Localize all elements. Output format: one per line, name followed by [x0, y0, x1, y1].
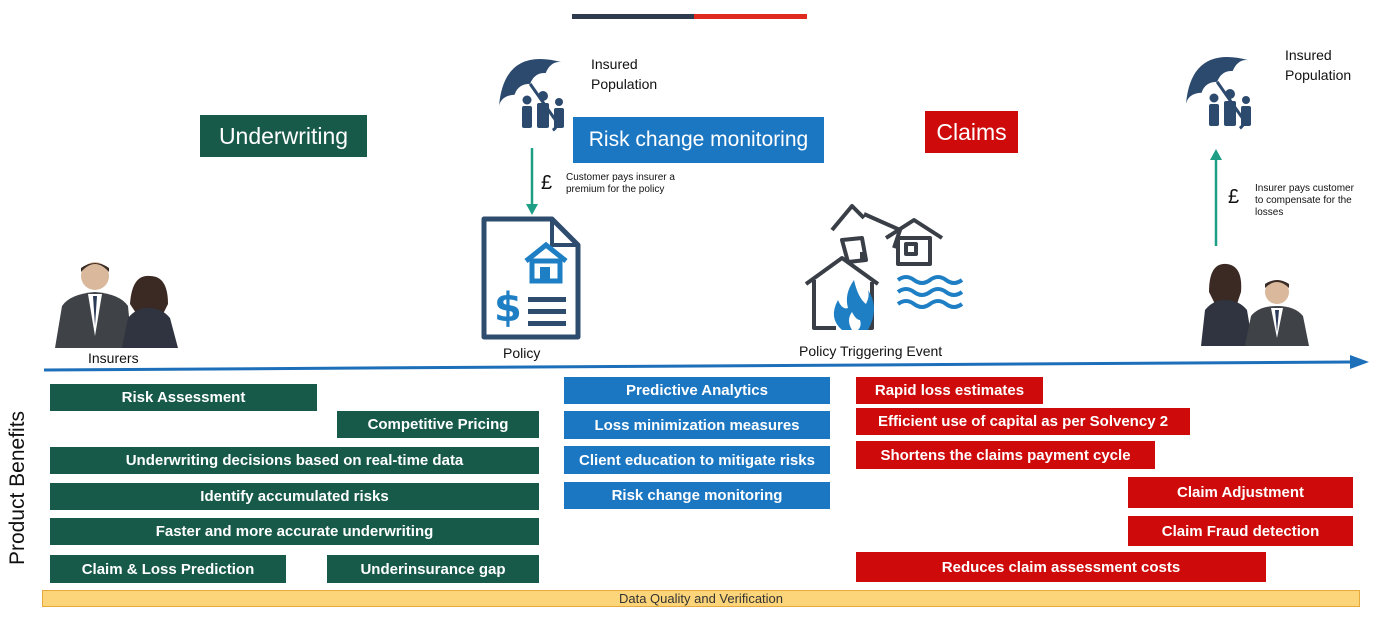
svg-text:$: $ [494, 285, 522, 331]
benefit-rapid-loss-estimates: Rapid loss estimates [856, 377, 1043, 404]
insured-label-line: Insured [1285, 47, 1332, 63]
section-risk-change-monitoring: Risk change monitoring [573, 117, 824, 163]
section-underwriting: Underwriting [200, 115, 367, 157]
data-quality-band: Data Quality and Verification [42, 590, 1360, 607]
population-label-line: Population [591, 76, 658, 92]
benefit-loss-minimization: Loss minimization measures [564, 411, 830, 439]
insured-population-label-left: Insured Population [591, 56, 657, 92]
arrow-down-icon [526, 148, 538, 215]
policy-label: Policy [503, 345, 541, 361]
premium-note-line: premium for the policy [566, 184, 665, 195]
premium-note: Customer pays insurer a premium for the … [566, 172, 675, 196]
insurers-people-icon [55, 262, 178, 348]
arrow-up-icon [1210, 149, 1222, 246]
benefit-faster-underwriting: Faster and more accurate underwriting [50, 518, 539, 545]
benefit-claim-loss-prediction: Claim & Loss Prediction [50, 555, 286, 583]
timeline-arrow [44, 355, 1369, 372]
header-rule-red [694, 14, 807, 19]
header-rule-dark [572, 14, 694, 19]
population-label-line: Population [1285, 67, 1352, 83]
benefit-client-education: Client education to mitigate risks [564, 446, 830, 474]
benefit-competitive-pricing: Competitive Pricing [337, 411, 539, 438]
payout-note-line: losses [1255, 207, 1284, 218]
premium-note-line: Customer pays insurer a [566, 172, 675, 183]
policy-triggering-event-label: Policy Triggering Event [799, 343, 943, 359]
benefit-claim-adjustment: Claim Adjustment [1128, 477, 1353, 508]
insured-population-label-right: Insured Population [1285, 47, 1351, 83]
umbrella-family-icon [499, 59, 564, 132]
benefit-underinsurance-gap: Underinsurance gap [327, 555, 539, 583]
benefit-claim-fraud-detection: Claim Fraud detection [1128, 516, 1353, 546]
pound-icon: £ [541, 172, 553, 194]
section-claims: Claims [925, 111, 1018, 153]
insurers-people-icon [1201, 263, 1309, 346]
benefit-predictive-analytics: Predictive Analytics [564, 377, 830, 404]
disaster-houses-icon [804, 204, 964, 330]
benefit-risk-assessment: Risk Assessment [50, 384, 317, 411]
insured-label-line: Insured [591, 56, 638, 72]
umbrella-family-icon [1186, 57, 1251, 130]
benefit-efficient-capital: Efficient use of capital as per Solvency… [856, 408, 1190, 435]
benefit-accumulated-risks: Identify accumulated risks [50, 483, 539, 510]
payout-note: Insurer pays customer to compensate for … [1255, 183, 1354, 219]
benefit-reduces-assessment-costs: Reduces claim assessment costs [856, 552, 1266, 582]
insurers-label: Insurers [88, 350, 139, 366]
benefit-real-time-underwriting: Underwriting decisions based on real-tim… [50, 447, 539, 474]
product-benefits-label: Product Benefits [6, 410, 29, 566]
benefit-shortens-payment-cycle: Shortens the claims payment cycle [856, 441, 1155, 469]
payout-note-line: to compensate for the [1255, 195, 1352, 206]
policy-document-icon: $ [481, 216, 581, 340]
benefit-risk-change-monitoring: Risk change monitoring [564, 482, 830, 509]
payout-note-line: Insurer pays customer [1255, 183, 1354, 194]
pound-icon: £ [1228, 186, 1240, 208]
